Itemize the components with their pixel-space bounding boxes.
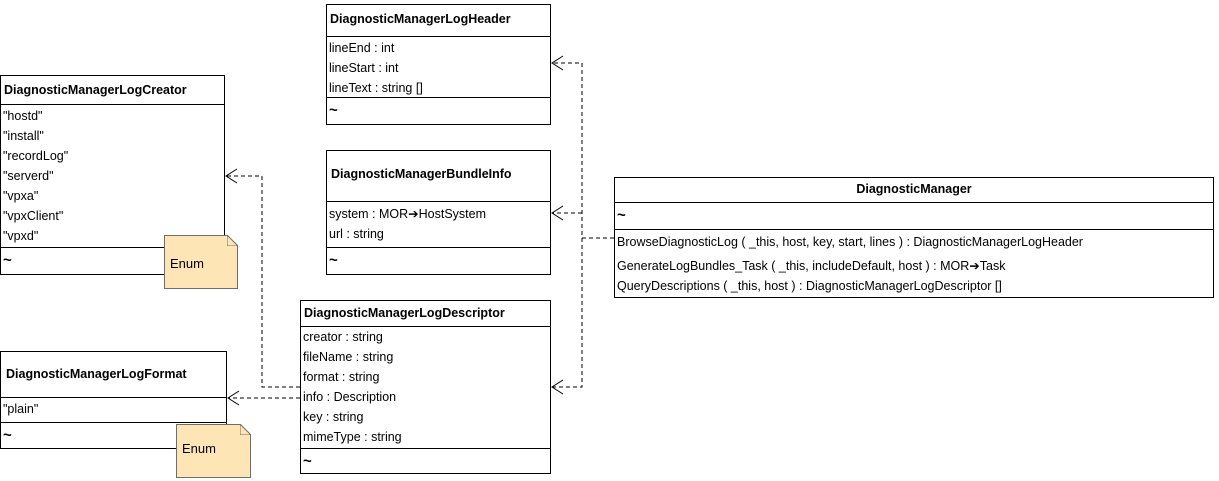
- operations-section: ~: [1, 422, 226, 448]
- enum-value: "plain": [3, 402, 39, 416]
- attribute: creator : string: [303, 330, 383, 344]
- operation-query-descriptions: QueryDescriptions ( _this, host ) : Diag…: [617, 279, 1002, 293]
- class-diagnostic-manager[interactable]: DiagnosticManager ~ BrowseDiagnosticLog …: [614, 177, 1214, 298]
- enum-value: "hostd": [3, 109, 43, 123]
- attribute: format : string: [303, 370, 380, 384]
- class-name: DiagnosticManagerLogDescriptor: [304, 306, 505, 320]
- attributes-section: lineEnd : int lineStart : int lineText :…: [327, 36, 550, 97]
- operations-marker: ~: [303, 453, 312, 470]
- attributes-marker: ~: [617, 207, 626, 224]
- attribute: url : string: [329, 227, 384, 241]
- attribute: info : Description: [303, 390, 397, 404]
- note-text: Enum: [182, 441, 216, 456]
- operation-generate-log-bundles: GenerateLogBundles_Task ( _this, include…: [617, 259, 1006, 273]
- enum-value: "install": [3, 129, 44, 143]
- attributes-section: system : MOR➔HostSystem url : string: [327, 201, 550, 247]
- operations-section: ~: [327, 247, 550, 274]
- class-log-header[interactable]: DiagnosticManagerLogHeader lineEnd : int…: [326, 4, 551, 125]
- arrowhead-bundle-info: [551, 205, 564, 221]
- dependency-to-log-header: [552, 62, 614, 239]
- attribute: system : MOR➔HostSystem: [329, 207, 487, 221]
- operations-section: ~: [301, 448, 550, 473]
- attribute: lineEnd : int: [329, 41, 395, 55]
- arrowhead-log-header: [551, 55, 564, 71]
- attribute: mimeType : string: [303, 430, 402, 444]
- note-fold-icon: [240, 424, 251, 435]
- enum-note-format: Enum: [176, 424, 251, 478]
- operations-marker: ~: [329, 252, 338, 269]
- class-bundle-info[interactable]: DiagnosticManagerBundleInfo system : MOR…: [326, 150, 551, 275]
- class-name: DiagnosticManagerLogHeader: [330, 12, 511, 26]
- arrowhead-log-descriptor: [551, 379, 564, 395]
- values-section: "plain": [1, 397, 226, 422]
- class-name: DiagnosticManagerLogCreator: [4, 83, 187, 97]
- enum-value: "serverd": [3, 169, 54, 183]
- class-name: DiagnosticManager: [856, 182, 972, 196]
- enum-value: "vpxClient": [3, 209, 64, 223]
- enum-value: "vpxd": [3, 229, 39, 243]
- class-name: DiagnosticManagerLogFormat: [6, 367, 187, 381]
- enum-value: "recordLog": [3, 149, 69, 163]
- operations-section: ~: [1, 247, 224, 274]
- operations-section: BrowseDiagnosticLog ( _this, host, key, …: [615, 229, 1213, 297]
- attributes-section: creator : string fileName : string forma…: [301, 326, 550, 448]
- operations-marker: ~: [329, 102, 338, 119]
- attribute: fileName : string: [303, 350, 394, 364]
- dependency-to-log-descriptor: [552, 238, 583, 388]
- enum-note-creator: Enum: [164, 235, 238, 289]
- attribute: lineText : string []: [329, 81, 423, 95]
- operations-section: ~: [327, 97, 550, 124]
- attributes-section: ~: [615, 202, 1213, 229]
- operations-marker: ~: [3, 427, 12, 444]
- attribute: key : string: [303, 410, 364, 424]
- arrowhead-log-creator: [225, 168, 238, 184]
- enum-value: "vpxa": [3, 189, 39, 203]
- note-fold-icon: [227, 235, 238, 246]
- operation-browse-diagnostic-log: BrowseDiagnosticLog ( _this, host, key, …: [617, 235, 1083, 249]
- dependency-to-log-creator: [226, 175, 300, 388]
- note-text: Enum: [170, 256, 204, 271]
- attribute: lineStart : int: [329, 61, 399, 75]
- values-section: "hostd" "install" "recordLog" "serverd" …: [1, 104, 224, 247]
- class-name: DiagnosticManagerBundleInfo: [331, 167, 512, 181]
- class-log-descriptor[interactable]: DiagnosticManagerLogDescriptor creator :…: [300, 300, 551, 474]
- arrowhead-log-format: [227, 390, 240, 406]
- operations-marker: ~: [3, 252, 12, 269]
